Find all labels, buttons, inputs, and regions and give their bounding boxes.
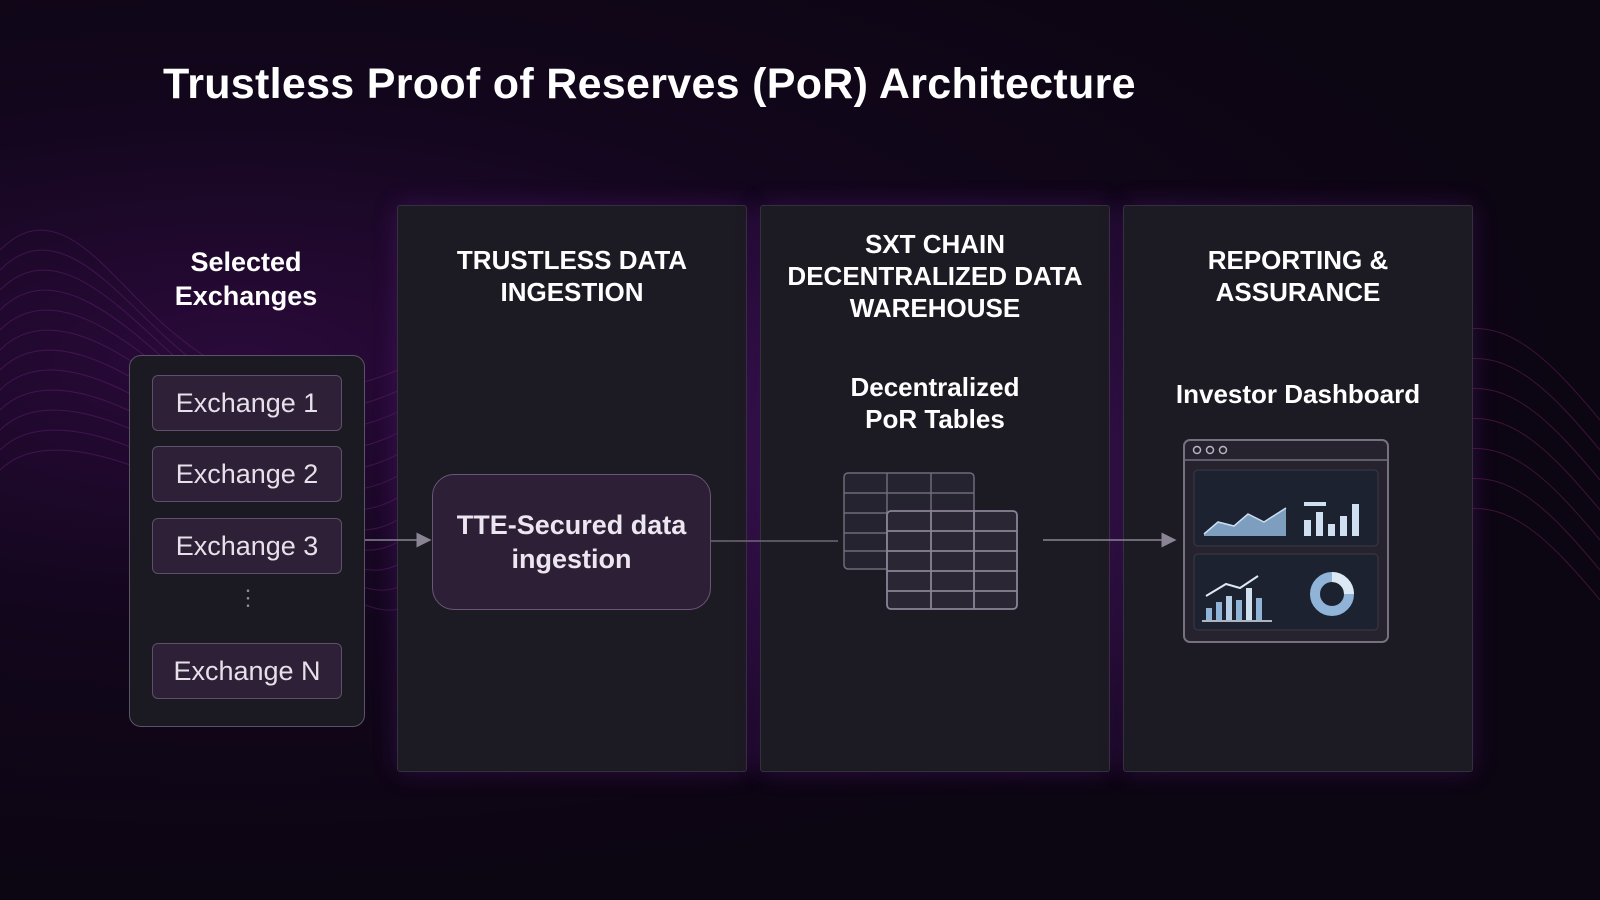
reporting-panel-title: REPORTING & ASSURANCE (1207, 245, 1389, 307)
warehouse-panel: SXT CHAIN DECENTRALIZED DATA WAREHOUSE D… (760, 205, 1110, 772)
table-stack-icon (843, 472, 1018, 610)
exchanges-heading: Selected Exchanges (174, 247, 318, 311)
exchanges-group: Exchange 1 Exchange 2 Exchange 3 ⋮ Excha… (129, 355, 365, 727)
tte-ingestion-label: TTE-Secured data ingestion (456, 510, 687, 574)
dashboard-window-icon (1183, 439, 1389, 643)
reporting-panel: REPORTING & ASSURANCE Investor Dashboard (1123, 205, 1473, 772)
warehouse-panel-title: SXT CHAIN DECENTRALIZED DATA WAREHOUSE (787, 229, 1083, 323)
exchange-item: Exchange N (152, 643, 342, 699)
area-chart-icon (1203, 507, 1287, 536)
exchange-item: Exchange 3 (152, 518, 342, 574)
exchange-item: Exchange 1 (152, 375, 342, 431)
bar-chart-icon (1304, 502, 1359, 536)
warehouse-panel-subtitle: Decentralized PoR Tables (850, 372, 1020, 434)
ellipsis-icon: ⋮ (237, 585, 259, 610)
page-title: Trustless Proof of Reserves (PoR) Archit… (163, 60, 1136, 108)
tte-ingestion-node: TTE-Secured data ingestion (432, 474, 711, 610)
ingestion-panel-title: TRUSTLESS DATA INGESTION (456, 245, 688, 307)
donut-chart-icon (1310, 572, 1354, 616)
reporting-panel-subtitle: Investor Dashboard (1175, 379, 1421, 409)
growth-bar-chart-icon (1202, 575, 1272, 622)
exchange-item: Exchange 2 (152, 446, 342, 502)
